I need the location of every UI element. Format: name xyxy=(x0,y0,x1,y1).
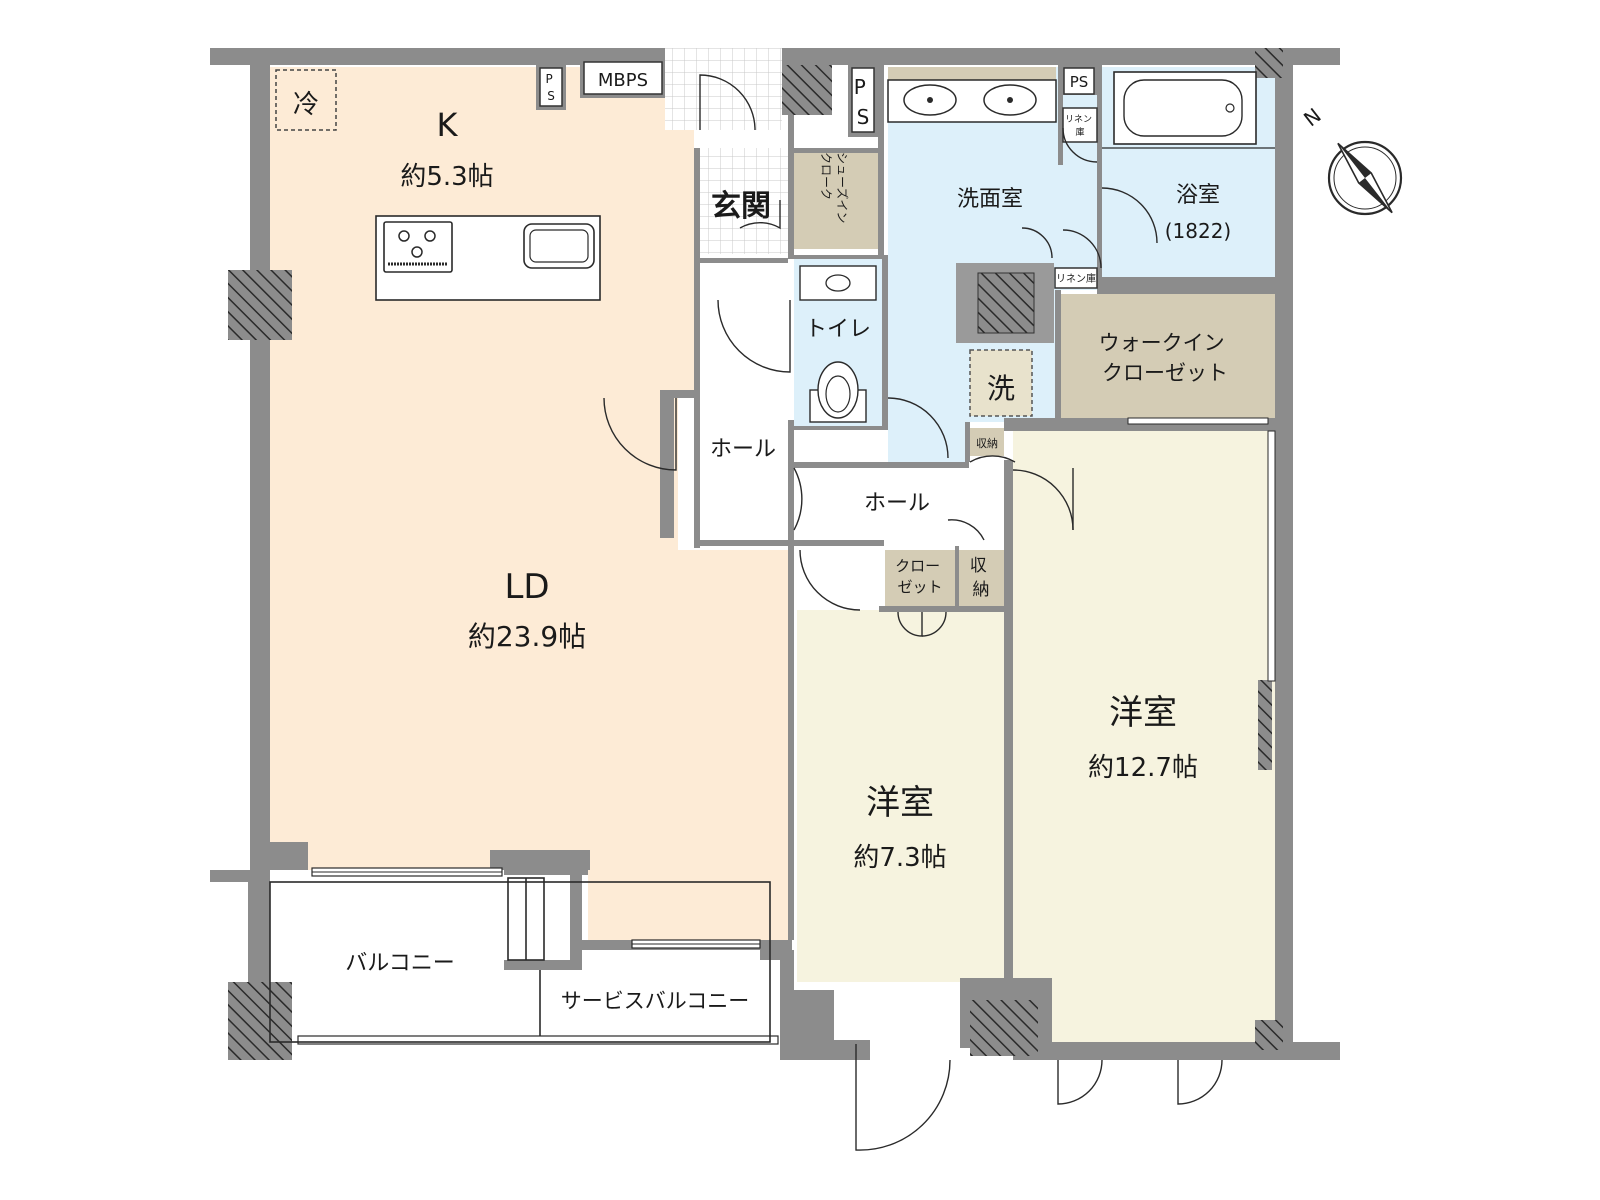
storage-line: 納 xyxy=(973,580,990,600)
shoes-cloak-line: クローク xyxy=(819,152,833,200)
toilet-fixture xyxy=(799,265,877,423)
balcony-label: バルコニー xyxy=(345,951,455,976)
storage-small-label: 収納 xyxy=(976,437,998,450)
walk-in-closet-label: ウォークイン クローゼット xyxy=(1099,331,1232,385)
compass: N xyxy=(1299,103,1403,216)
washroom-label: 洗面室 xyxy=(957,187,1023,212)
walk-in-closet-line: クローゼット xyxy=(1102,361,1228,385)
linen-2-label: リネン庫 xyxy=(1056,272,1096,285)
hall-2-label: ホール xyxy=(864,491,930,516)
bedroom-1-floor xyxy=(797,610,1004,982)
bedroom-2-name: 洋室 xyxy=(1109,693,1177,733)
fridge-label: 冷 xyxy=(293,90,319,120)
fridge-space xyxy=(275,69,337,131)
ps-2-label: P S xyxy=(854,75,872,129)
ps-2-line: P xyxy=(854,75,866,99)
ld-name: LD xyxy=(504,567,549,607)
ps-1-label: P S xyxy=(545,72,556,103)
bedroom-2-floor xyxy=(1013,431,1275,1042)
ps-2-line: S xyxy=(857,105,870,129)
closet-line: ゼット xyxy=(897,578,942,596)
kitchen-island xyxy=(375,215,601,301)
shoes-cloak-line: シューズイン xyxy=(835,152,850,223)
kitchen-area: 約5.3帖 xyxy=(400,162,493,192)
storage-floor xyxy=(959,550,1004,606)
closet-label: クロー ゼット xyxy=(895,557,945,596)
balcony-area xyxy=(269,877,771,1043)
bedroom-2-area: 約12.7帖 xyxy=(1088,753,1198,783)
shoes-cloak-floor xyxy=(794,148,878,249)
laundry-floor xyxy=(970,350,1032,416)
compass-arrow-icon xyxy=(1337,142,1393,214)
bedroom-1-area: 約7.3帖 xyxy=(853,843,946,873)
service-balcony-label: サービスバルコニー xyxy=(561,989,750,1013)
ld-area: 約23.9帖 xyxy=(468,620,586,653)
mbps-label: MBPS xyxy=(598,70,648,91)
storage-small-floor xyxy=(970,428,1004,456)
closet-line: クロー xyxy=(895,557,940,575)
ps-1-line: S xyxy=(547,89,555,103)
bath-size: (1822) xyxy=(1165,219,1232,243)
column-bottom-middle xyxy=(970,1000,1038,1056)
storage-label: 収 納 xyxy=(970,556,992,600)
ps-3-label: PS xyxy=(1070,73,1089,91)
compass-ring xyxy=(1327,140,1403,216)
doors xyxy=(603,74,1223,1151)
hall-1-label: ホール xyxy=(710,437,776,462)
ps-1-line: P xyxy=(545,72,552,86)
walk-in-closet-floor xyxy=(1055,294,1275,418)
mbps-floor-tiles xyxy=(665,48,782,130)
bathtub xyxy=(1102,71,1275,149)
column-left xyxy=(228,270,292,340)
walk-in-closet-line: ウォークイン xyxy=(1099,331,1225,355)
column-bottom-left xyxy=(228,982,292,1060)
laundry-label: 洗 xyxy=(987,372,1015,405)
wash-basins xyxy=(887,67,1057,123)
windows xyxy=(297,417,1276,1045)
toilet-label: トイレ xyxy=(805,317,871,342)
compass-label: N xyxy=(1299,103,1326,131)
entrance-label: 玄関 xyxy=(711,189,771,224)
shaft-top xyxy=(782,65,832,115)
kitchen-name: K xyxy=(437,106,459,144)
linen-1-line: リネン xyxy=(1065,114,1092,125)
linen-1-label: リネン 庫 xyxy=(1065,114,1095,138)
closet-floor xyxy=(885,550,955,606)
bath-label: 浴室 xyxy=(1176,183,1220,208)
bedroom-1-name: 洋室 xyxy=(866,783,934,823)
shoes-cloak-label: シューズイン クローク xyxy=(819,152,850,227)
linen-1-line: 庫 xyxy=(1075,126,1084,138)
entrance-floor xyxy=(696,148,788,254)
storage-line: 収 xyxy=(970,556,987,576)
